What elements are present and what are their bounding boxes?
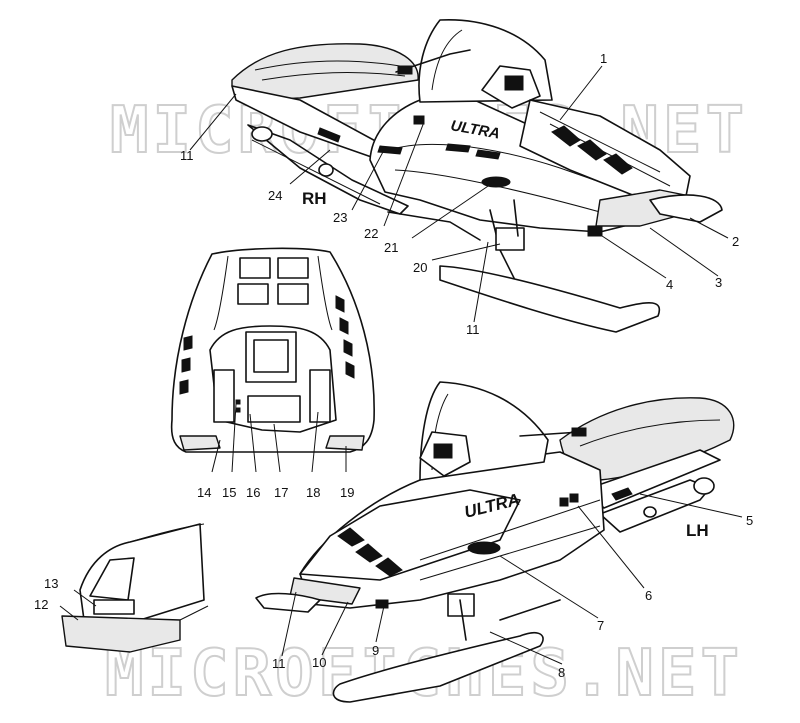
callout-20: 20 <box>413 260 427 275</box>
callout-12: 12 <box>34 597 48 612</box>
rh-label: RH <box>302 189 327 208</box>
callout-18: 18 <box>306 485 320 500</box>
callout-21: 21 <box>384 240 398 255</box>
callout-1: 1 <box>600 51 607 66</box>
callout-22: 22 <box>364 226 378 241</box>
callout-23: 23 <box>333 210 347 225</box>
callout-16: 16 <box>246 485 260 500</box>
callout-3: 3 <box>715 275 722 290</box>
callout-10: 10 <box>312 655 326 670</box>
callout-19: 19 <box>340 485 354 500</box>
callout-15: 15 <box>222 485 236 500</box>
lh-label: LH <box>686 521 709 540</box>
rear-bumper-detail <box>61 523 209 653</box>
callout-11-rh: 11 <box>180 148 194 163</box>
callout-11-lh: 11 <box>272 656 286 671</box>
callout-5: 5 <box>746 513 753 528</box>
callout-6: 6 <box>645 588 652 603</box>
callout-17: 17 <box>274 485 288 500</box>
callout-14: 14 <box>197 485 211 500</box>
callout-9: 9 <box>372 643 379 658</box>
leader-lines <box>59 65 743 665</box>
callout-8: 8 <box>558 665 565 680</box>
callout-11-front: 11 <box>466 322 480 337</box>
callout-24: 24 <box>268 188 282 203</box>
callout-7: 7 <box>597 618 604 633</box>
callout-13: 13 <box>44 576 58 591</box>
callout-2: 2 <box>732 234 739 249</box>
callout-4: 4 <box>666 277 673 292</box>
snowmobile-lh-view: ULTRA <box>255 381 735 703</box>
snowmobile-rh-view: ULTRA <box>231 19 723 333</box>
hood-top-view <box>170 247 375 453</box>
